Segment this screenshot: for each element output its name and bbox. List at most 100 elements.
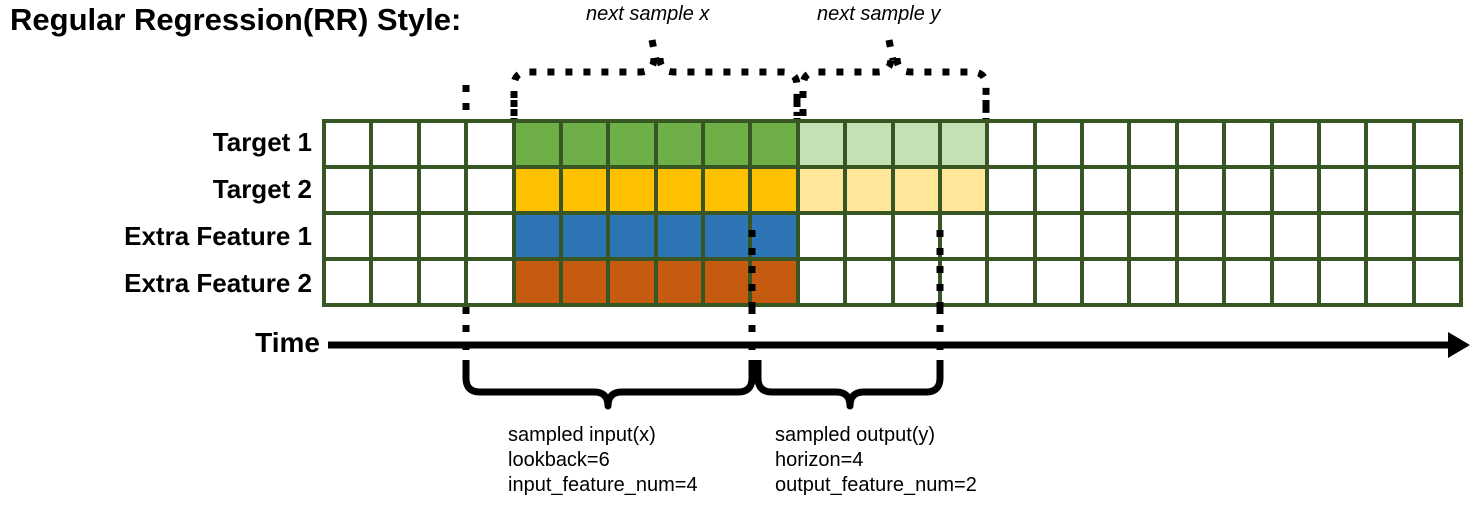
grid-cell-extra-feature-1-c23 (1415, 215, 1459, 257)
grid-cell-target-2-c5-input (562, 169, 607, 211)
grid-cell-extra-feature-1-c7-input (657, 215, 701, 257)
grid-cell-target-2-c20 (1273, 169, 1317, 211)
grid-cell-target-2-c7-input (657, 169, 701, 211)
grid-cell-target-2-c8-input (705, 169, 749, 211)
caption-output-line2: horizon=4 (775, 449, 864, 471)
grid-cell-extra-feature-2-c21 (1320, 261, 1365, 303)
grid-cell-extra-feature-2-c3 (468, 261, 512, 303)
grid-cell-target-1-c22 (1368, 123, 1412, 165)
top-brace-next-sample-x (510, 57, 801, 116)
grid-cell-extra-feature-1-c20 (1273, 215, 1317, 257)
grid-cell-target-1-c6-input (610, 123, 654, 165)
grid-cell-extra-feature-1-c11 (847, 215, 891, 257)
grid-cell-target-2-c2 (420, 169, 465, 211)
grid-cell-extra-feature-2-c2 (420, 261, 465, 303)
grid-cell-extra-feature-2-c10 (799, 261, 844, 303)
grid-cell-extra-feature-2-c1 (373, 261, 417, 303)
grid-cell-extra-feature-2-c12 (894, 261, 938, 303)
timeseries-grid (322, 119, 1463, 307)
grid-cell-target-2-c14 (989, 169, 1033, 211)
grid-cell-extra-feature-2-c15 (1036, 261, 1080, 303)
grid-cell-extra-feature-1-c8-input (705, 215, 749, 257)
grid-cell-target-2-c4-input (515, 169, 559, 211)
caption-input-line1: sampled input(x) (508, 424, 656, 446)
grid-cell-extra-feature-2-c7-input (657, 261, 701, 303)
grid-cell-target-1-c21 (1320, 123, 1365, 165)
grid-cell-extra-feature-1-c5-input (562, 215, 607, 257)
bottom-brace-input (462, 360, 756, 410)
grid-cell-extra-feature-1-c10 (799, 215, 844, 257)
grid-cell-extra-feature-2-c14 (989, 261, 1033, 303)
grid-cell-extra-feature-2-c5-input (562, 261, 607, 303)
grid-cell-target-2-c18 (1178, 169, 1223, 211)
row-label-extra-feature-2: Extra Feature 2 (124, 268, 312, 298)
annotation-next-sample-y: next sample y (817, 3, 941, 25)
grid-cell-target-1-c17 (1131, 123, 1175, 165)
grid-cell-target-2-c19 (1226, 169, 1270, 211)
grid-cell-extra-feature-1-c3 (468, 215, 512, 257)
grid-cell-target-1-c2 (420, 123, 465, 165)
annotation-next-sample-x: next sample x (586, 3, 710, 25)
grid-cell-target-2-c10-output (799, 169, 844, 211)
grid-cell-target-2-c15 (1036, 169, 1080, 211)
grid-cell-target-1-c16 (1084, 123, 1128, 165)
grid-cell-target-1-c7-input (657, 123, 701, 165)
grid-cell-extra-feature-2-c4-input (515, 261, 559, 303)
grid-cell-target-1-c12-output (894, 123, 938, 165)
grid-cell-target-1-c5-input (562, 123, 607, 165)
row-label-target-2: Target 2 (212, 174, 312, 204)
time-axis-label: Time (255, 327, 320, 358)
grid-cell-target-2-c3 (468, 169, 512, 211)
top-brace-next-sample-y (799, 57, 990, 116)
grid-cell-target-1-c8-input (705, 123, 749, 165)
grid-cell-extra-feature-1-c18 (1178, 215, 1223, 257)
grid-cell-extra-feature-2-c0 (326, 261, 370, 303)
grid-cell-target-2-c0 (326, 169, 370, 211)
grid-cell-target-1-c9-input (752, 123, 796, 165)
page-title: Regular Regression(RR) Style: (10, 2, 462, 37)
grid-cell-extra-feature-2-c22 (1368, 261, 1412, 303)
grid-cell-target-1-c3 (468, 123, 512, 165)
grid-cell-target-2-c12-output (894, 169, 938, 211)
grid-cell-target-1-c10-output (799, 123, 844, 165)
grid-cell-target-2-c17 (1131, 169, 1175, 211)
caption-input-line2: lookback=6 (508, 449, 610, 471)
caption-sampled-input: sampled input(x) lookback=6 input_featur… (508, 423, 698, 498)
grid-cell-extra-feature-2-c16 (1084, 261, 1128, 303)
grid-cell-target-1-c14 (989, 123, 1033, 165)
row-label-extra-feature-1: Extra Feature 1 (124, 221, 312, 251)
grid-cell-extra-feature-2-c11 (847, 261, 891, 303)
grid-cell-extra-feature-2-c19 (1226, 261, 1270, 303)
grid-cell-target-2-c16 (1084, 169, 1128, 211)
grid-cell-extra-feature-1-c4-input (515, 215, 559, 257)
grid-cell-target-1-c20 (1273, 123, 1317, 165)
top-brace-x-tip (648, 39, 660, 61)
grid-cell-extra-feature-2-c18 (1178, 261, 1223, 303)
row-label-target-1: Target 1 (212, 127, 312, 157)
caption-output-line1: sampled output(y) (775, 424, 936, 446)
grid-cell-target-1-c13-output (941, 123, 986, 165)
bottom-brace-output (754, 360, 944, 410)
grid-cell-target-2-c13-output (941, 169, 986, 211)
grid-cell-target-1-c0 (326, 123, 370, 165)
grid-cell-target-2-c6-input (610, 169, 654, 211)
grid-cell-extra-feature-2-c9-input (752, 261, 796, 303)
grid-cell-target-2-c21 (1320, 169, 1365, 211)
time-axis-arrow (328, 332, 1470, 358)
grid-cell-target-1-c19 (1226, 123, 1270, 165)
grid-cell-extra-feature-2-c23 (1415, 261, 1459, 303)
grid-cell-target-2-c23 (1415, 169, 1459, 211)
grid-cell-extra-feature-1-c15 (1036, 215, 1080, 257)
grid-cell-extra-feature-1-c22 (1368, 215, 1412, 257)
grid-cell-target-2-c9-input (752, 169, 796, 211)
grid-cell-extra-feature-2-c6-input (610, 261, 654, 303)
grid-cell-target-1-c1 (373, 123, 417, 165)
grid-cell-extra-feature-2-c20 (1273, 261, 1317, 303)
grid-cell-extra-feature-1-c21 (1320, 215, 1365, 257)
grid-cell-extra-feature-1-c1 (373, 215, 417, 257)
grid-cell-extra-feature-1-c19 (1226, 215, 1270, 257)
grid-cell-extra-feature-1-c14 (989, 215, 1033, 257)
top-brace-y-tip (885, 39, 897, 61)
grid-cell-target-2-c1 (373, 169, 417, 211)
